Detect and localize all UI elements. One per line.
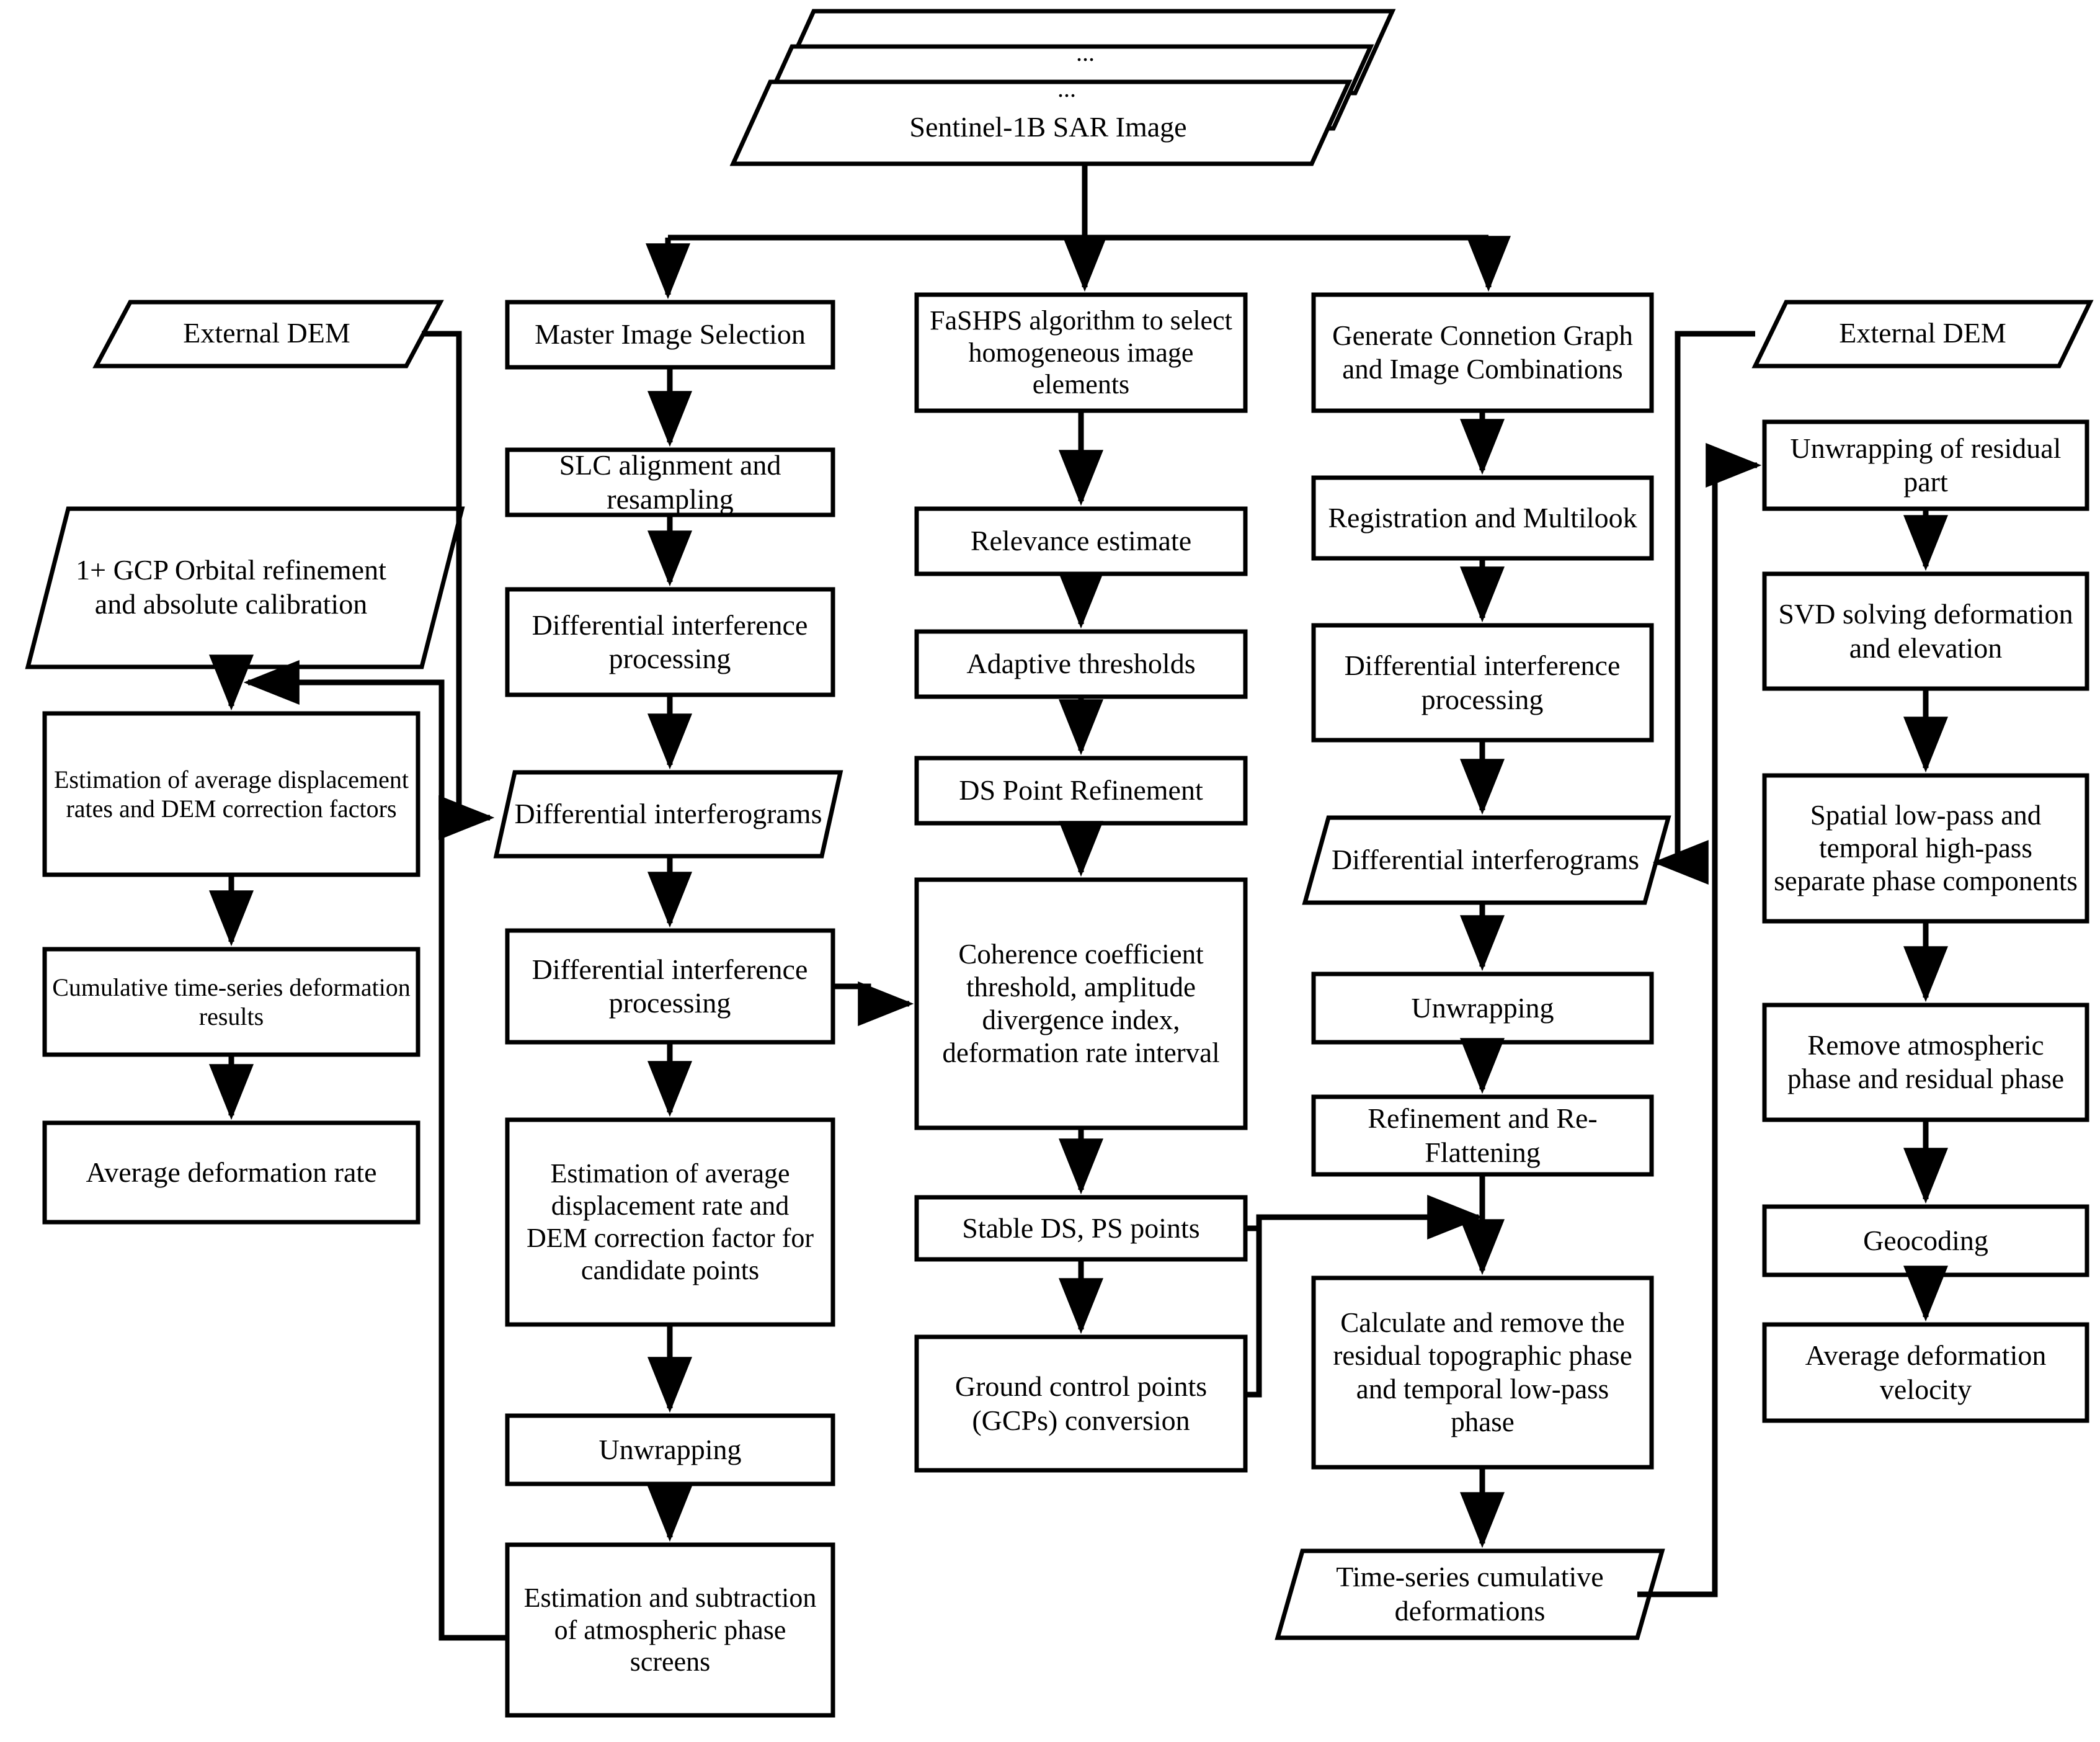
node-svd-solving <box>1762 571 2089 691</box>
node-avg-def-velocity <box>1762 1322 2089 1423</box>
node-est-avg-disp-cand <box>505 1117 835 1327</box>
node-fashps <box>914 292 1248 413</box>
input-stack-sheet-1 <box>729 79 1353 166</box>
node-slc-align <box>505 447 835 517</box>
node-diff-interferograms-1 <box>493 770 843 859</box>
node-master-image <box>505 300 835 370</box>
node-unwrapping-c4 <box>1311 972 1654 1045</box>
node-est-avg-disp-dem <box>42 711 420 877</box>
node-calc-remove-residual <box>1311 1275 1654 1470</box>
node-unwrapping-c2 <box>505 1413 835 1486</box>
node-est-sub-aps <box>505 1542 835 1718</box>
node-external-dem-left <box>92 300 444 368</box>
edge-extdem-left-rail <box>422 331 495 840</box>
node-stable-ds-ps <box>914 1195 1248 1262</box>
edge-feedback-into-est <box>243 660 445 813</box>
node-gen-conn-graph <box>1311 292 1654 413</box>
node-avg-def-rate <box>42 1120 420 1225</box>
node-cumulative-ts <box>42 947 420 1057</box>
node-refinement-reflatten <box>1311 1094 1654 1177</box>
node-geocoding <box>1762 1204 2089 1277</box>
edge-tscum-to-unwrapres <box>1637 443 1762 1597</box>
node-diff-interf-proc-2 <box>505 928 835 1045</box>
node-ds-point-refine <box>914 756 1248 826</box>
edge-aps-to-left-rail <box>438 825 507 1641</box>
edge-extdem-right-rail <box>1652 331 1755 885</box>
node-time-series-cum <box>1275 1548 1665 1640</box>
node-remove-atmos <box>1762 1003 2089 1122</box>
edge-stable-to-calc <box>1245 1195 1484 1240</box>
node-coherence-thresh <box>914 877 1248 1130</box>
node-external-dem-right <box>1751 300 2094 368</box>
edge-gcpconv-to-col4 <box>1245 1225 1262 1398</box>
node-gcp-conversion <box>914 1334 1248 1473</box>
node-gcp-orbital <box>25 506 465 669</box>
node-adaptive-thresholds <box>914 629 1248 699</box>
node-unwrap-residual <box>1762 419 2089 511</box>
node-diff-interferograms-2 <box>1302 815 1671 905</box>
node-spatial-lowpass <box>1762 773 2089 924</box>
node-diff-interf-proc-3 <box>1311 623 1654 743</box>
edge-dip2-to-coherence <box>833 981 914 1026</box>
node-registration-multilook <box>1311 475 1654 561</box>
node-relevance <box>914 506 1248 576</box>
node-diff-interf-proc-1 <box>505 587 835 697</box>
